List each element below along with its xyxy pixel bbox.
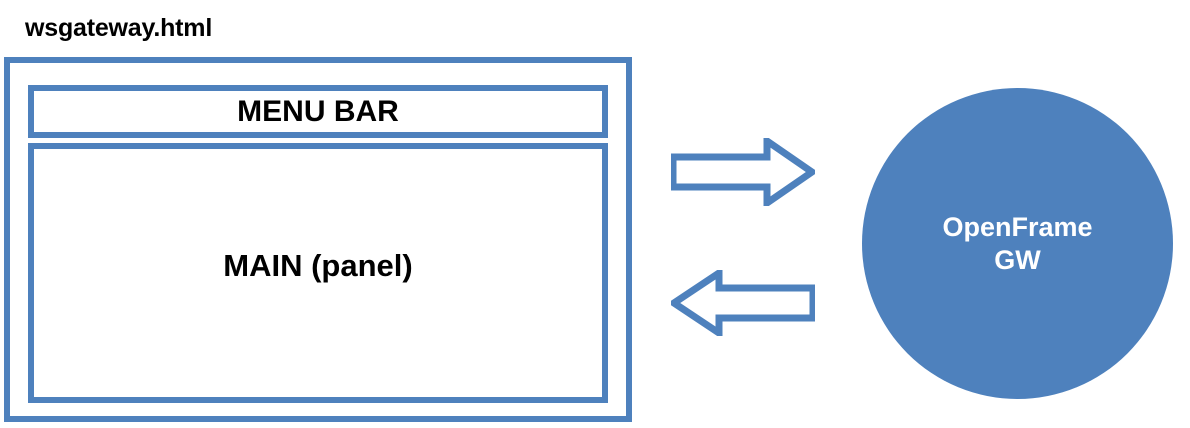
menu-bar-box: MENU BAR	[28, 85, 608, 138]
main-panel-label: MAIN (panel)	[223, 247, 413, 283]
menu-bar-label: MENU BAR	[237, 94, 399, 128]
gateway-label-line1: OpenFrame	[942, 211, 1093, 242]
openframe-gateway-node: OpenFrame GW	[862, 88, 1173, 399]
main-panel-box: MAIN (panel)	[28, 143, 608, 403]
arrow-right-icon	[671, 138, 815, 206]
page-title-caption: wsgateway.html	[25, 14, 213, 42]
arrow-left-icon	[671, 270, 815, 336]
gateway-label-line2: GW	[994, 244, 1041, 275]
